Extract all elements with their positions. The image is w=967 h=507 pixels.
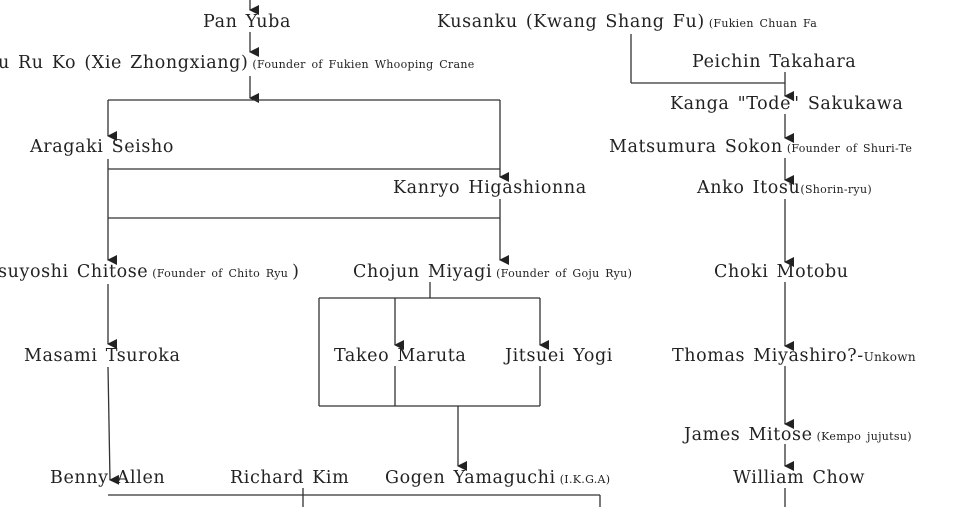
node-note: Unkown — [863, 350, 916, 364]
node-james-mitose: James Mitose(Kempo jujutsu) — [684, 425, 912, 447]
node-note: (Fukien Chuan Fa — [708, 17, 818, 30]
node-name: Richard Kim — [230, 468, 350, 488]
node-thomas-miyashiro: Thomas Miyashiro?-Unkown — [672, 346, 916, 367]
node-name: James Mitose — [684, 425, 813, 445]
node-tsuyoshi-chitose: suyoshi Chitose(Founder of Chito Ryu) — [0, 262, 300, 284]
node-matsumura-sokon: Matsumura Sokon(Founder of Shuri-Te — [609, 137, 912, 159]
node-name: Aragaki Seisho — [30, 137, 174, 157]
node-anko-itosu: Anko Itosu(Shorin-ryu) — [697, 178, 872, 200]
node-chojun-miyagi: Chojun Miyagi(Founder of Goju Ryu) — [353, 262, 632, 284]
node-name: Choki Motobu — [714, 262, 849, 282]
node-name: Benny Allen — [50, 468, 166, 488]
node-close-paren: ) — [292, 262, 300, 282]
node-name: Matsumura Sokon — [609, 137, 783, 157]
node-benny-allen: Benny Allen — [50, 468, 165, 488]
node-note: (I.K.G.A) — [559, 473, 611, 486]
node-name: Thomas Miyashiro?- — [672, 346, 864, 366]
node-name: Anko Itosu — [697, 178, 801, 198]
node-gogen-yamaguchi: Gogen Yamaguchi(I.K.G.A) — [385, 468, 610, 490]
node-kanga-sakukawa: Kanga "Tode" Sakukawa — [670, 94, 903, 114]
node-name: Peichin Takahara — [692, 52, 857, 72]
node-name: Pan Yuba — [203, 12, 291, 32]
node-masami-tsuroka: Masami Tsuroka — [24, 346, 181, 366]
node-name: u Ru Ko (Xie Zhongxiang) — [0, 53, 249, 73]
node-kusanku: Kusanku (Kwang Shang Fu)(Fukien Chuan Fa — [437, 12, 817, 34]
node-name: Jitsuei Yogi — [505, 346, 613, 366]
node-note: (Founder of Shuri-Te — [786, 142, 913, 155]
node-name: Takeo Maruta — [334, 346, 467, 366]
node-peichin-takahara: Peichin Takahara — [692, 52, 856, 72]
node-name: Kusanku (Kwang Shang Fu) — [437, 12, 705, 32]
node-aragaki-seisho: Aragaki Seisho — [30, 137, 174, 157]
node-kanryo-higashionna: Kanryo Higashionna — [393, 178, 587, 198]
node-note: (Shorin-ryu) — [800, 183, 872, 196]
node-name: Kanga "Tode" Sakukawa — [670, 94, 904, 114]
node-name: suyoshi Chitose — [0, 262, 149, 282]
node-richard-kim: Richard Kim — [230, 468, 349, 488]
node-name: Masami Tsuroka — [24, 346, 181, 366]
node-note: (Founder of Goju Ryu) — [496, 267, 633, 280]
node-name: Kanryo Higashionna — [393, 178, 587, 198]
node-name: William Chow — [733, 468, 866, 488]
node-note: (Founder of Chito Ryu — [152, 267, 289, 280]
node-note: (Founder of Fukien Whooping Crane — [252, 58, 475, 71]
node-pan-yuba: Pan Yuba — [203, 12, 291, 32]
node-takeo-maruta: Takeo Maruta — [334, 346, 466, 366]
node-name: Gogen Yamaguchi — [385, 468, 556, 488]
node-name: Chojun Miyagi — [353, 262, 493, 282]
arrow-tsuroka-allen — [107, 366, 120, 485]
node-jitsuei-yogi: Jitsuei Yogi — [505, 346, 613, 366]
node-william-chow: William Chow — [733, 468, 865, 488]
node-xie-zhongxiang: u Ru Ko (Xie Zhongxiang)(Founder of Fuki… — [0, 53, 475, 75]
node-note: (Kempo jujutsu) — [816, 430, 912, 443]
node-choki-motobu: Choki Motobu — [714, 262, 849, 282]
